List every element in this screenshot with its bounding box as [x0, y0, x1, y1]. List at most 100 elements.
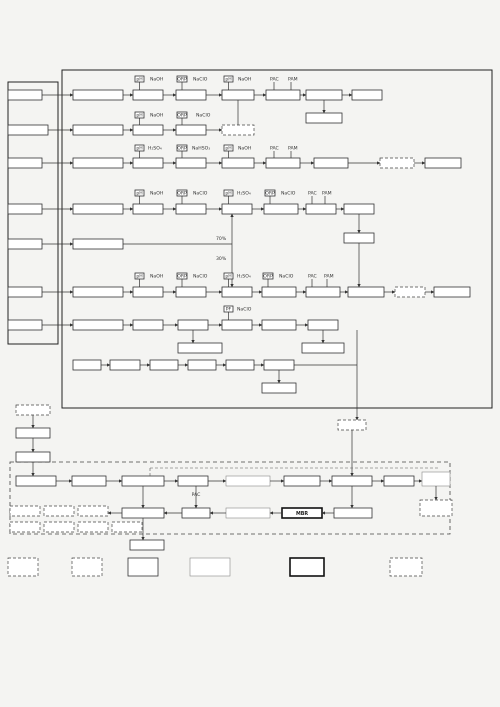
svg-text:NaOH: NaOH: [150, 274, 163, 280]
sludge-mini-6: [77, 521, 109, 533]
row7-box-g: [301, 342, 345, 354]
svg-text:NaClO: NaClO: [279, 274, 294, 280]
sludge-section: PAC MBR: [9, 467, 453, 551]
sludge-mini-5: [43, 521, 75, 533]
row-5: 70% 30%: [72, 213, 234, 288]
row4-box-b: [132, 203, 164, 215]
row-2: pH NaOH ORP NaClO: [72, 100, 255, 136]
sludge-box-12: [333, 507, 373, 519]
row1-box-b: [132, 89, 164, 101]
row3-box-g: [379, 157, 415, 169]
legend-item-6: [389, 557, 423, 577]
svg-text:pH: pH: [225, 146, 231, 152]
row6-box-g: [347, 286, 385, 298]
source-7: [7, 319, 43, 331]
svg-text:pH: pH: [136, 191, 142, 197]
svg-text:PAM: PAM: [288, 77, 298, 83]
legend-item-3: [127, 557, 159, 577]
source-3: [7, 157, 43, 169]
svg-text:NaOH: NaOH: [238, 77, 251, 83]
svg-text:PAC: PAC: [308, 274, 317, 280]
svg-text:PAM: PAM: [288, 146, 298, 152]
row6-box-f: [305, 286, 341, 298]
row1-box-e: [265, 89, 301, 101]
row-4: pH NaOH ORP NaClO pH H₂SO₄ ORP NaClO PAC…: [72, 189, 375, 244]
row7-box-f: [307, 319, 339, 331]
row2-box-a: [72, 124, 124, 136]
svg-text:PAM: PAM: [324, 274, 334, 280]
row4-box-f: [305, 203, 337, 215]
lower-left-1: [15, 404, 51, 416]
svg-text:NaClO: NaClO: [193, 77, 208, 83]
row7-box-e: [261, 319, 297, 331]
svg-text:NaOH: NaOH: [238, 146, 251, 152]
legend-item-1: [7, 557, 39, 577]
lower-left-4: [15, 475, 57, 487]
svg-text:ORP: ORP: [177, 113, 187, 119]
row8-box-c: [149, 359, 179, 371]
svg-text:pH: pH: [136, 274, 142, 280]
row8-box-b: [109, 359, 141, 371]
row8-box-e: [225, 359, 255, 371]
svg-text:H₂SO₄: H₂SO₄: [148, 146, 162, 152]
svg-text:PAC: PAC: [270, 146, 279, 152]
main-treatment-frame: [61, 69, 493, 409]
svg-text:ORP: ORP: [177, 146, 187, 152]
svg-text:NaClO: NaClO: [193, 191, 208, 197]
source-6: [7, 286, 43, 298]
row6-box-d: [221, 286, 253, 298]
row1-box-g: [351, 89, 383, 101]
row6-box-h: [394, 286, 426, 298]
row1-box-c: [175, 89, 207, 101]
row3-box-a: [72, 157, 124, 169]
source-boxes: [7, 89, 49, 331]
row2-box-d: [221, 124, 255, 136]
row3-box-e: [265, 157, 301, 169]
svg-text:pH: pH: [136, 113, 142, 119]
row4-box-c: [175, 203, 207, 215]
svg-text:H₂SO₄: H₂SO₄: [237, 191, 251, 197]
row-1: pH NaOH ORP NaClO pH NaOH PAC PAM: [72, 75, 383, 124]
svg-text:NaClO: NaClO: [193, 274, 208, 280]
row4-box-d: [221, 203, 253, 215]
source-4: [7, 203, 43, 215]
legend-item-5: [289, 557, 325, 577]
row4-box-a: [72, 203, 124, 215]
row7-box-d: [221, 319, 253, 331]
row6-box-c: [175, 286, 207, 298]
source-2: [7, 124, 49, 136]
sludge-box-8: [421, 471, 451, 487]
row2-box-b: [132, 124, 164, 136]
sludge-box-6: [331, 475, 373, 487]
lower-left-3: [15, 451, 51, 463]
svg-text:H₂SO₄: H₂SO₄: [237, 274, 251, 280]
sludge-mini-2: [43, 505, 75, 517]
sludge-box-14: [129, 539, 165, 551]
row6-box-e: [261, 286, 297, 298]
row8-box-f: [263, 359, 295, 371]
lower-left-column: [15, 404, 57, 487]
row3-box-c: [175, 157, 207, 169]
row6-box-i: [433, 286, 471, 298]
svg-text:pH: pH: [136, 77, 142, 83]
sludge-box-9: [121, 507, 165, 519]
row-6: pH NaOH ORP NaClO pH H₂SO₄ ORP NaClO PAC…: [72, 243, 471, 298]
legend: [7, 557, 423, 577]
svg-text:NaClO: NaClO: [237, 307, 252, 313]
source-5: [7, 238, 43, 250]
sludge-mini-1: [9, 505, 41, 517]
row8-box-g: [261, 382, 297, 394]
sludge-box-1: [71, 475, 107, 487]
row3-box-d: [221, 157, 255, 169]
row4-box-g: [343, 203, 375, 215]
row8-box-a: [72, 359, 102, 371]
row-8: [72, 359, 357, 394]
row5-box-a: [72, 238, 124, 250]
svg-text:NaOH: NaOH: [150, 113, 163, 119]
row3-box-h: [424, 157, 462, 169]
sludge-mini-4: [9, 521, 41, 533]
row4-box-e: [263, 203, 299, 215]
svg-text:ORP: ORP: [177, 191, 187, 197]
svg-text:PAC: PAC: [270, 77, 279, 83]
